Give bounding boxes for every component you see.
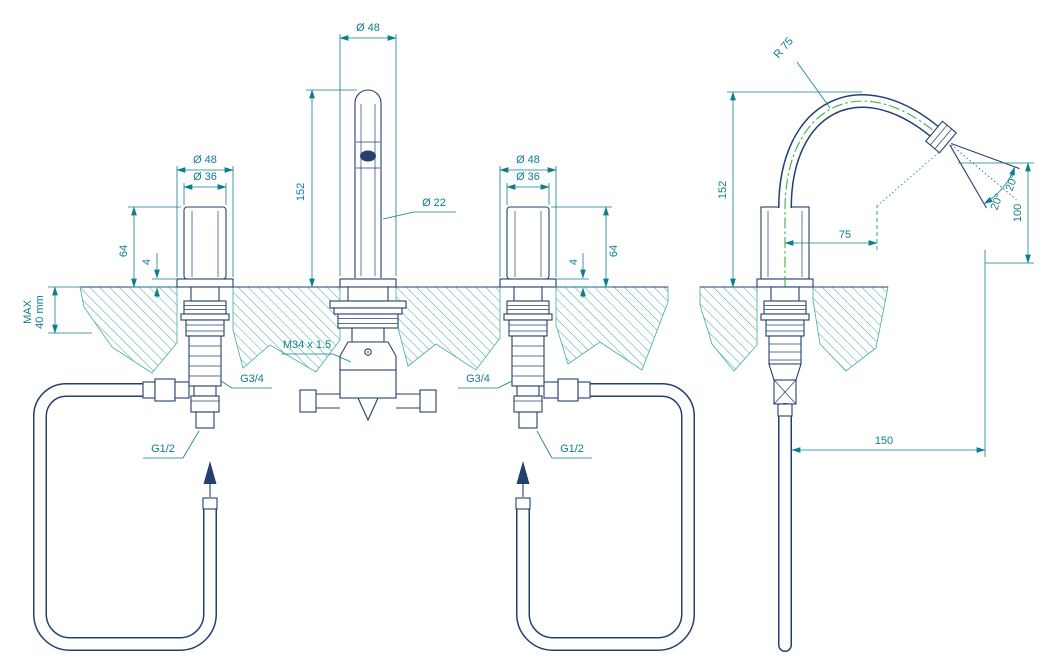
dim-spout-height: 152 <box>295 183 307 201</box>
dim-left-base-gap: 4 <box>141 259 153 265</box>
flow-arrow-right <box>516 461 530 497</box>
hose-nut <box>154 378 176 402</box>
tee-body <box>339 369 397 399</box>
countertop-section-side <box>699 286 889 372</box>
dimensions-side: R 75 152 75 20° 20° 100 150 <box>717 35 1034 457</box>
valve-side-port <box>543 381 559 399</box>
dim-right-handle-grip-dia: Ø 36 <box>516 171 540 183</box>
valve-side-port <box>174 381 190 399</box>
dimensions-front: Ø 48 152 Ø 22 Ø 48 Ø 36 Ø 48 <box>22 22 620 459</box>
center-spout <box>299 89 437 422</box>
dim-side-reach: 75 <box>839 229 851 241</box>
dim-right-handle-height: 64 <box>608 245 620 257</box>
hose-ferrule <box>777 403 793 417</box>
dim-left-inlet-thread: G1/2 <box>151 443 175 455</box>
dim-spout-base-dia: Ø 48 <box>356 22 380 34</box>
spray-cone <box>949 143 1020 209</box>
dim-spout-tube-dia: Ø 22 <box>422 197 446 209</box>
flow-arrow-left <box>203 461 217 497</box>
side-view: R 75 152 75 20° 20° 100 150 <box>699 35 1034 652</box>
hose-ferrule <box>142 381 156 399</box>
dim-left-valve-thread: G3/4 <box>240 373 264 385</box>
left-supply-hose <box>33 378 218 651</box>
aerator-tip <box>924 120 958 154</box>
dim-right-valve-thread: G3/4 <box>466 373 490 385</box>
dim-deck-max-value: 40 mm <box>34 295 46 329</box>
hose-end-ferrule <box>202 497 218 510</box>
dim-deck-max-label: MAX <box>22 299 34 324</box>
aerator-outlet <box>360 150 376 162</box>
dim-left-handle-height: 64 <box>118 245 130 257</box>
dim-right-inlet-thread: G1/2 <box>560 443 584 455</box>
dim-spout-radius: R 75 <box>772 35 796 60</box>
dim-spray-angle-lower: 20° <box>989 192 1006 212</box>
hose-nut <box>557 378 579 402</box>
side-faucet <box>756 94 958 652</box>
dim-left-handle-base-dia: Ø 48 <box>193 154 217 166</box>
right-supply-hose <box>515 378 695 651</box>
tee-bottom-tip <box>357 397 379 422</box>
dim-right-handle-base-dia: Ø 48 <box>516 154 540 166</box>
tee-left-nut <box>299 389 317 413</box>
dim-spray-reach: 150 <box>875 435 893 447</box>
dim-left-handle-grip-dia: Ø 36 <box>193 171 217 183</box>
tee-right-nut <box>419 389 437 413</box>
hose-ferrule <box>577 381 591 399</box>
countertop-section-front <box>79 286 669 374</box>
dim-right-base-gap: 4 <box>568 259 580 265</box>
dim-center-thread: M34 x 1.5 <box>283 339 331 351</box>
front-view: Ø 48 152 Ø 22 Ø 48 Ø 36 Ø 48 <box>22 22 695 651</box>
dim-side-height: 152 <box>717 181 729 199</box>
spout-centerline <box>784 100 951 287</box>
spout-escutcheon <box>339 278 397 288</box>
hose-end-ferrule <box>515 497 531 510</box>
dim-spray-angle-upper: 20° <box>1004 173 1021 193</box>
dim-spray-drop: 100 <box>1012 204 1024 222</box>
